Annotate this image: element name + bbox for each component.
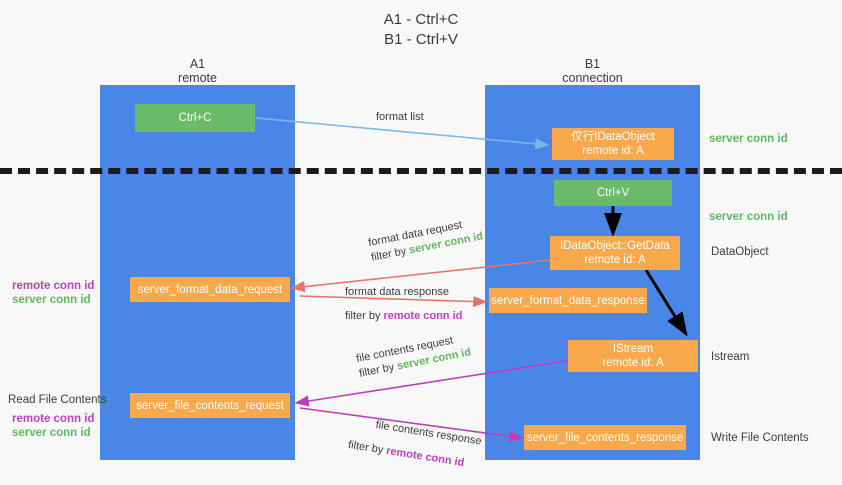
page-title-line2: B1 - Ctrl+V <box>384 31 458 48</box>
box-istream[interactable]: IStream remote id: A <box>568 340 698 372</box>
box-ctrl-v[interactable]: Ctrl+V <box>554 180 672 206</box>
page-title: A1 - Ctrl+C B1 - Ctrl+V <box>0 10 842 50</box>
box-ctrl-v-label: Ctrl+V <box>596 187 630 199</box>
right-label-write-file-contents: Write File Contents <box>711 432 809 444</box>
box-istream-line2: remote id: A <box>602 357 664 369</box>
left-label-remote-conn-id-bottom: remote conn id <box>12 413 95 425</box>
lane-header-a1-role: remote <box>178 71 217 85</box>
box-getdata-line1: IDataObject::GetData <box>560 240 670 252</box>
lane-header-b1: B1 connection <box>485 57 700 85</box>
box-server-format-data-request[interactable]: server_format_data_request <box>130 277 290 302</box>
left-label-remote-conn-id-mid: remote conn id <box>12 280 95 292</box>
edge-label-format-data-response: format data response filter by remote co… <box>345 285 462 324</box>
box-ctrl-c-label: Ctrl+C <box>178 112 212 124</box>
box-server-file-contents-request[interactable]: server_file_contents_request <box>130 393 290 418</box>
box-data-object-top-line1: 仅行IDataObject <box>571 131 655 143</box>
box-server-format-data-response[interactable]: server_format_data_response <box>489 288 647 313</box>
box-istream-line1: IStream <box>612 343 654 355</box>
lane-header-a1-name: A1 <box>189 57 206 71</box>
filter-prefix: filter by <box>347 438 388 457</box>
right-label-server-conn-id-mid: server conn id <box>709 211 788 223</box>
box-server-file-contents-response-label: server_file_contents_response <box>526 431 684 444</box>
box-idataobject-getdata[interactable]: IDataObject::GetData remote id: A <box>550 236 680 270</box>
box-ctrl-c[interactable]: Ctrl+C <box>135 104 255 132</box>
left-label-server-conn-id-mid: server conn id <box>12 294 91 306</box>
lane-header-b1-role: connection <box>562 71 623 85</box>
box-data-object-top[interactable]: 仅行IDataObject remote id: A <box>552 128 674 160</box>
edge-label-format-list-text: format list <box>376 111 424 123</box>
box-server-file-contents-request-label: server_file_contents_request <box>136 399 284 412</box>
box-data-object-top-line2: remote id: A <box>582 145 644 157</box>
box-server-format-data-request-label: server_format_data_request <box>137 283 283 296</box>
right-label-istream: Istream <box>711 351 750 363</box>
divider-dashed-line <box>0 168 842 174</box>
box-getdata-line2: remote id: A <box>584 254 646 266</box>
lane-header-a1: A1 remote <box>100 57 295 85</box>
edge-label-file-contents-request: file contents request filter by server c… <box>355 331 472 382</box>
right-label-data-object: DataObject <box>711 246 769 258</box>
right-label-server-conn-id-top: server conn id <box>709 133 788 145</box>
page-title-line1: A1 - Ctrl+C <box>383 11 459 28</box>
box-server-format-data-response-label: server_format_data_response <box>491 294 645 307</box>
lane-header-b1-name: B1 <box>584 57 601 71</box>
edge-label-format-data-request: format data request filter by server con… <box>367 215 484 266</box>
filter-value-remote-conn-id: remote conn id <box>383 310 463 322</box>
filter-prefix: filter by <box>345 310 384 322</box>
edge-label-format-list: format list <box>376 110 424 125</box>
edge-label-format-data-response-filter: filter by remote conn id <box>345 309 462 324</box>
box-server-file-contents-response[interactable]: server_file_contents_response <box>524 425 686 450</box>
left-label-server-conn-id-bottom: server conn id <box>12 427 91 439</box>
left-label-read-file-contents: Read File Contents <box>8 394 107 406</box>
edge-label-format-data-response-line1: format data response <box>345 286 449 298</box>
filter-value-remote-conn-id: remote conn id <box>385 444 466 470</box>
edge-label-file-contents-response: file contents response filter by remote … <box>347 414 483 473</box>
